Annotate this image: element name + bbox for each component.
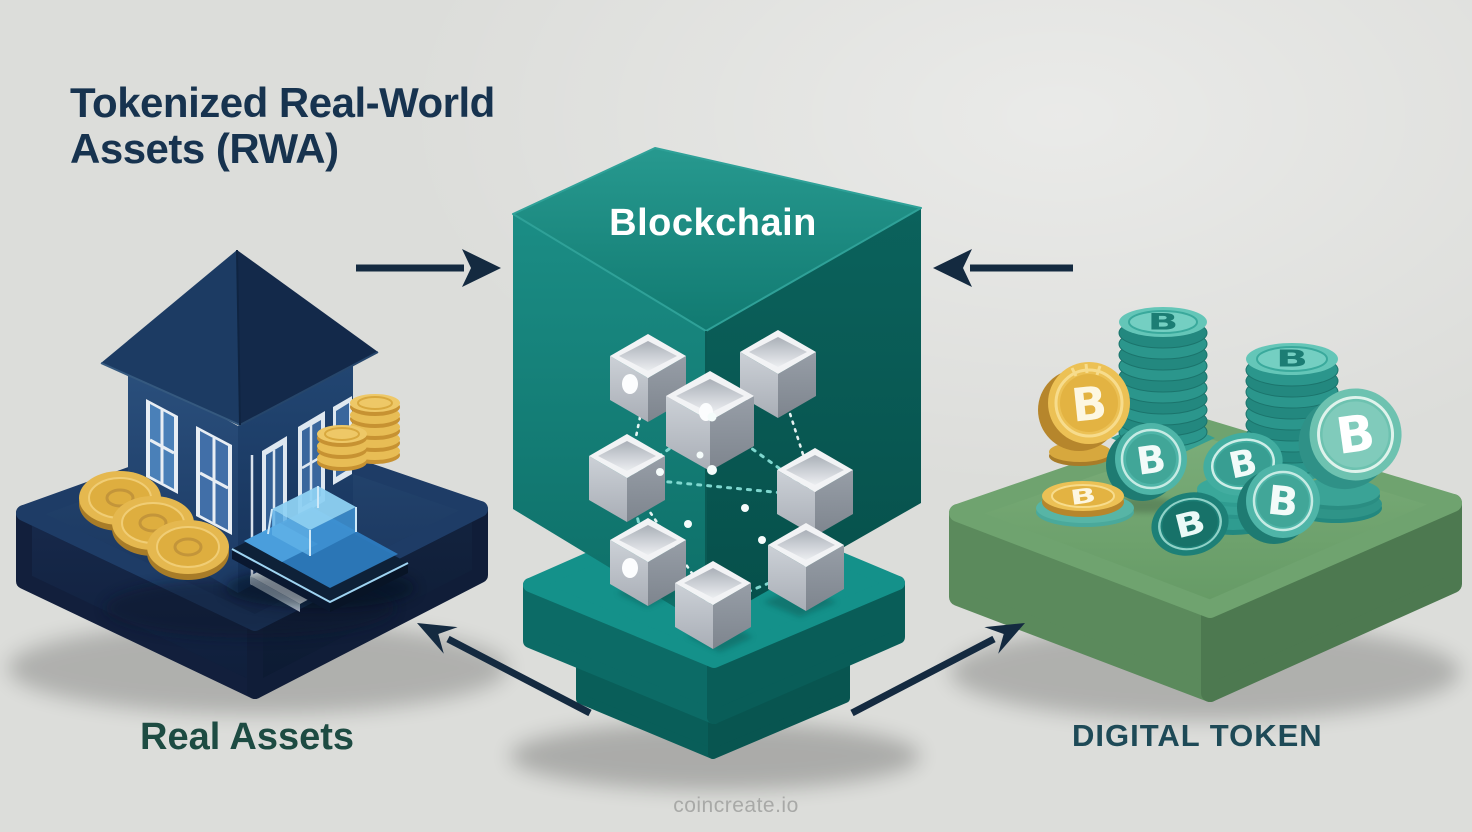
teal-token-standing: B: [1106, 423, 1187, 513]
roof-right-face: [237, 250, 378, 425]
arrow-blockchain-to-left: [417, 623, 592, 717]
bitcoin-symbol: B: [1265, 478, 1300, 527]
bitcoin-symbol: B: [1069, 483, 1098, 510]
glass-car: [225, 486, 415, 612]
teal-token-standing: B: [1237, 464, 1320, 544]
gold-coin-stacks: [317, 394, 400, 471]
real-assets-label: Real Assets: [140, 716, 355, 758]
watermark: coincreate.io: [673, 794, 799, 817]
silver-block: [589, 434, 665, 522]
cube-right-face: [706, 208, 921, 626]
silver-block: [666, 371, 754, 471]
gold-coin: [147, 520, 229, 580]
network-nodes: [656, 412, 766, 544]
flow-arrows: [356, 249, 1073, 717]
title-line-1: Tokenized Real-World: [70, 79, 495, 126]
bitcoin-symbol: B: [1333, 403, 1379, 466]
roof-left-face: [101, 250, 240, 425]
roof-ridge: [236, 249, 241, 426]
teal-token-dark: B: [1151, 492, 1229, 556]
arrow-left-to-blockchain: [356, 249, 501, 287]
roof-eave-right: [239, 351, 379, 426]
gold-token-flat: B: [1036, 481, 1134, 527]
bitcoin-symbol: B: [1276, 346, 1308, 373]
roof-eave-left: [100, 362, 241, 426]
bitcoin-symbol: B: [1134, 436, 1169, 484]
silver-block: [777, 448, 853, 536]
cube-left-face: [513, 214, 706, 626]
page-title: Tokenized Real-World Assets (RWA): [70, 80, 495, 172]
arrow-blockchain-to-right: [850, 623, 1025, 717]
digital-token-platform-group: B B B: [949, 307, 1462, 720]
title-line-2: Assets (RWA): [70, 125, 339, 172]
window: [196, 426, 232, 535]
gold-token-standing: B: [1038, 362, 1130, 466]
linked-silver-blocks: [589, 330, 853, 649]
blockchain-label: Blockchain: [609, 202, 817, 244]
real-assets-platform-group: [8, 249, 508, 714]
blockchain-cube-group: [510, 147, 922, 790]
silver-block: [610, 334, 686, 422]
digital-token-label: DIGITAL TOKEN: [1072, 718, 1323, 753]
flat-gold-coins: [79, 471, 229, 580]
silver-block: [675, 561, 751, 649]
arrow-right-to-blockchain: [933, 249, 1073, 287]
bitcoin-symbol: B: [1069, 375, 1110, 432]
bitcoin-symbol: B: [1148, 309, 1178, 335]
gold-stack: [317, 425, 367, 471]
window: [146, 399, 178, 494]
silver-block: [768, 523, 844, 611]
